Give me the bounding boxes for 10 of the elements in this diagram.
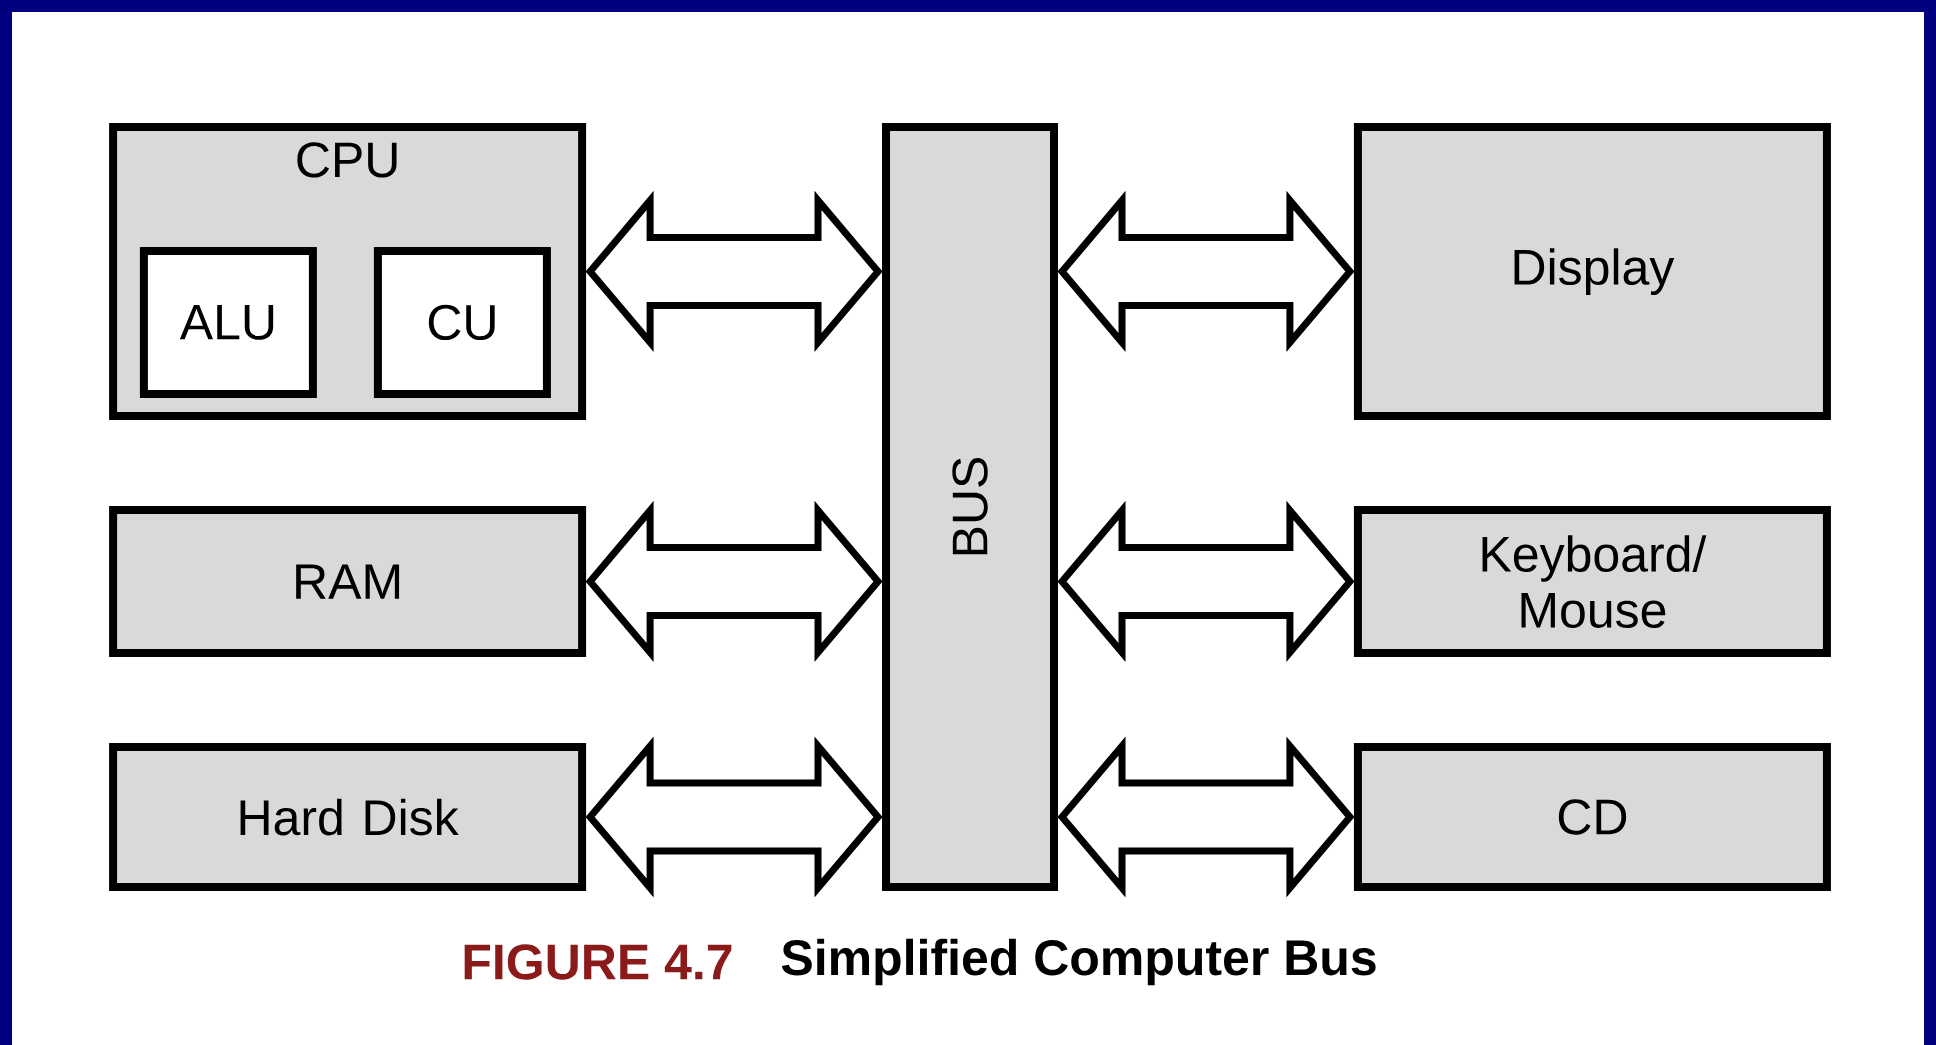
unit-box: ALU — [139, 246, 317, 398]
unit-box: CU — [373, 246, 551, 398]
component-box: Keyboard/ Mouse — [1353, 506, 1831, 658]
caption: Simplified Computer Bus — [781, 938, 1376, 986]
component-box: RAM — [109, 506, 587, 658]
figure-number: FIGURE 4.7 — [464, 944, 732, 980]
bus-bar: BUS — [882, 123, 1058, 891]
component-box: CD — [1353, 743, 1831, 891]
component-box: Display — [1353, 123, 1831, 421]
component-box: Hard Disk — [109, 743, 587, 891]
